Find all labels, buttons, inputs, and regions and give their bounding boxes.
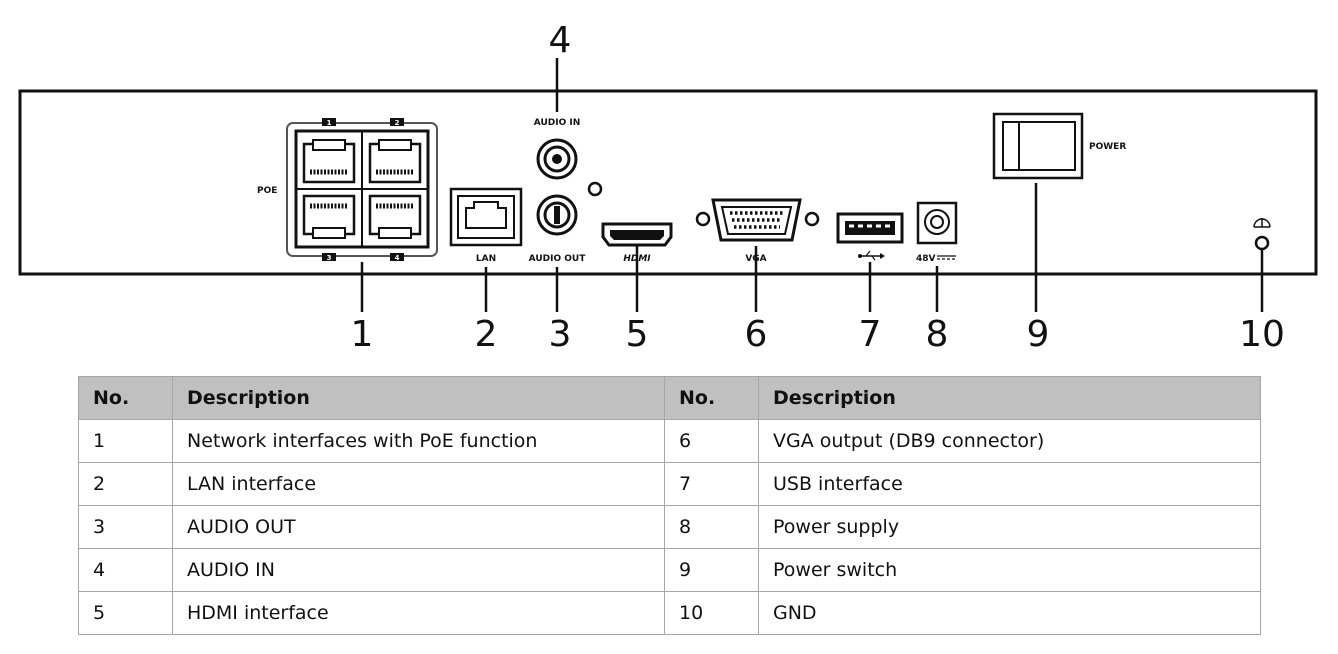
table-cell: 1 bbox=[78, 419, 173, 463]
header-description-right: Description bbox=[758, 376, 1261, 420]
chassis-outline bbox=[18, 89, 1318, 276]
poe-port-3-number: 3 bbox=[327, 254, 332, 262]
callout-8: 8 bbox=[926, 314, 949, 355]
poe-port-2-number: 2 bbox=[395, 119, 400, 127]
poe-port-4-number: 4 bbox=[395, 254, 400, 262]
poe-port-1 bbox=[302, 139, 356, 184]
lan-port bbox=[449, 187, 523, 247]
table-cell: AUDIO IN bbox=[172, 548, 665, 592]
callout-3: 3 bbox=[549, 314, 572, 355]
vga-screw-right bbox=[804, 211, 820, 227]
vga-screw-left bbox=[695, 211, 711, 227]
table-row: 3 AUDIO OUT 8 Power supply bbox=[78, 505, 1261, 549]
table-cell: VGA output (DB9 connector) bbox=[758, 419, 1261, 463]
audio-in-jack bbox=[536, 138, 578, 180]
audio-out-jack bbox=[536, 194, 578, 236]
table-cell: LAN interface bbox=[172, 462, 665, 506]
header-description-left: Description bbox=[172, 376, 665, 420]
usb-icon bbox=[858, 250, 885, 261]
table-cell: Network interfaces with PoE function bbox=[172, 419, 665, 463]
header-no-left: No. bbox=[78, 376, 173, 420]
table-cell: Power switch bbox=[758, 548, 1261, 592]
poe-port-3 bbox=[302, 194, 356, 239]
poe-port-2 bbox=[368, 139, 422, 184]
table-cell: 8 bbox=[664, 505, 759, 549]
dc-power-jack bbox=[916, 201, 958, 245]
power-switch bbox=[992, 112, 1084, 180]
dc-in-label: 48V bbox=[916, 254, 936, 264]
poe-port-4 bbox=[368, 194, 422, 239]
table-row: 5 HDMI interface 10 GND bbox=[78, 591, 1261, 635]
table-cell: AUDIO OUT bbox=[172, 505, 665, 549]
gnd-terminal bbox=[1254, 235, 1270, 251]
callout-10: 10 bbox=[1239, 314, 1285, 355]
table-cell: 2 bbox=[78, 462, 173, 506]
table-cell: USB interface bbox=[758, 462, 1261, 506]
table-cell: 4 bbox=[78, 548, 173, 592]
table-cell: 10 bbox=[664, 591, 759, 635]
audio-out-label: AUDIO OUT bbox=[529, 254, 587, 264]
table-row: 1 Network interfaces with PoE function 6… bbox=[78, 419, 1261, 463]
table-cell: 5 bbox=[78, 591, 173, 635]
callout-4: 4 bbox=[549, 20, 572, 61]
usb-port bbox=[836, 212, 904, 244]
table-cell: HDMI interface bbox=[172, 591, 665, 635]
ground-symbol-icon bbox=[1253, 218, 1271, 228]
audio-in-label: AUDIO IN bbox=[534, 118, 580, 128]
table-row: 4 AUDIO IN 9 Power switch bbox=[78, 548, 1261, 592]
table-header-row: No. Description No. Description bbox=[78, 376, 1261, 420]
callout-9: 9 bbox=[1027, 314, 1050, 355]
table-cell: 3 bbox=[78, 505, 173, 549]
table-cell: 6 bbox=[664, 419, 759, 463]
audio-led bbox=[587, 181, 603, 197]
callout-7: 7 bbox=[859, 314, 882, 355]
hdmi-port bbox=[601, 222, 673, 247]
table-cell: 7 bbox=[664, 462, 759, 506]
lan-label: LAN bbox=[476, 254, 496, 264]
callout-2: 2 bbox=[475, 314, 498, 355]
callout-lines bbox=[360, 58, 1264, 312]
table-cell: 9 bbox=[664, 548, 759, 592]
dc-symbol-icon bbox=[937, 255, 956, 260]
header-no-right: No. bbox=[664, 376, 759, 420]
vga-port bbox=[711, 198, 802, 242]
poe-port-block: 1 2 3 4 bbox=[286, 118, 438, 262]
table-row: 2 LAN interface 7 USB interface bbox=[78, 462, 1261, 506]
interface-description-table: No. Description No. Description 1 Networ… bbox=[78, 376, 1261, 635]
table-cell: Power supply bbox=[758, 505, 1261, 549]
rear-panel-diagram: 1 2 3 4 POE LAN AUDIO IN AUDIO OUT HDMI bbox=[18, 20, 1318, 355]
callout-6: 6 bbox=[745, 314, 768, 355]
poe-port-1-number: 1 bbox=[327, 119, 332, 127]
callout-5: 5 bbox=[626, 314, 649, 355]
poe-label: POE bbox=[257, 186, 277, 196]
callout-1: 1 bbox=[351, 314, 374, 355]
power-label: POWER bbox=[1089, 142, 1126, 152]
table-cell: GND bbox=[758, 591, 1261, 635]
